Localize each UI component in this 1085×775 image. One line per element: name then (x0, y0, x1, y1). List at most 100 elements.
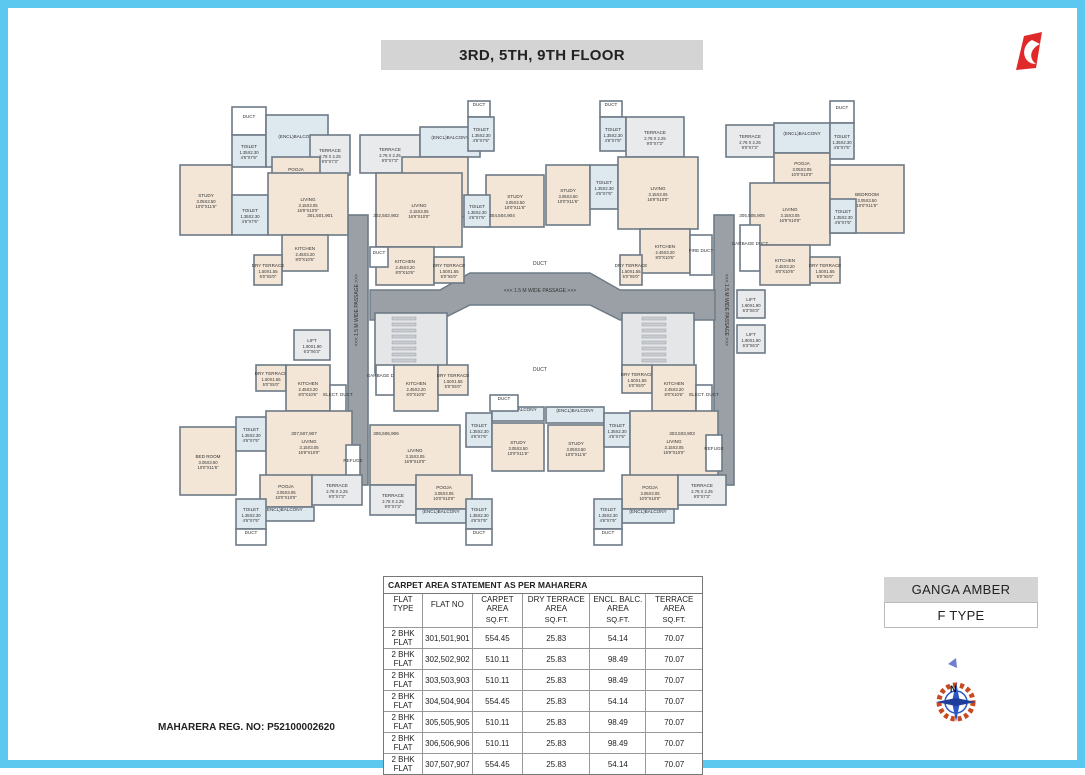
maharera-registration: MAHARERA REG. NO: P52100002620 (158, 722, 335, 733)
room-kitchen (393, 364, 439, 412)
room-label: TOILET (241, 144, 257, 149)
room-dimension-feet: 8'0"X10'6" (298, 392, 318, 397)
room-label: (ENCL)BALCONY (422, 509, 459, 514)
room-dimension-feet: 8'0"X10'6" (775, 269, 795, 274)
room-dimension: 2.78 X 2.25 (382, 499, 404, 504)
room-label: REFUGE (343, 458, 362, 463)
room-dimension-feet: 8'0"X10'6" (664, 392, 684, 397)
room-dimension: 1.35X2.30 (607, 429, 627, 434)
room-dimension: 3.05X3.50 (508, 446, 528, 451)
room-dimension: 1.50X1.55 (258, 269, 278, 274)
room-dimension: 3.15X3.05 (299, 445, 319, 450)
room-label: DUCT (245, 530, 258, 535)
table-cell: 2 BHK FLAT (384, 690, 423, 712)
room-label: TOILET (835, 209, 851, 214)
room-living (267, 172, 349, 236)
room-label: LIVING (650, 186, 665, 191)
table-cell: 554.45 (471, 753, 523, 774)
room-label: TOILET (473, 127, 489, 132)
room-dimension-feet: 4'6"X7'6" (243, 438, 260, 443)
room-label: FIRE DUCT (689, 248, 714, 253)
room-dimension-feet: 6'3"X6'3" (304, 349, 321, 354)
passage-label: <<< 1.5 M WIDE PASSAGE >>> (354, 274, 360, 346)
table-cell: 306,506,906 (422, 732, 473, 754)
room-dimension-feet: 16'9"X10'0" (298, 450, 320, 455)
unit-cell (384, 614, 423, 628)
room-dimension: 3.05X3.50 (198, 460, 218, 465)
room-dimension-feet: 6'3"X6'3" (743, 308, 760, 313)
room-dimension: 1.90X1.90 (302, 344, 322, 349)
room-toilet (829, 122, 855, 160)
room-pooja (773, 152, 831, 184)
room-dimension-feet: 4'6"X7'6" (605, 138, 622, 143)
room-label: (ENCL)BALCONY (278, 134, 315, 139)
room-label: (ENCL)BALCONY (556, 408, 593, 413)
room-label: KITCHEN (655, 244, 675, 249)
room-label: LIVING (666, 439, 681, 444)
flat-type-label: F TYPE (884, 602, 1038, 628)
room-garbage-duct (375, 364, 395, 396)
room-label: KITCHEN (395, 259, 415, 264)
room-duct (231, 106, 267, 136)
stair-step (641, 340, 667, 345)
room-toilet (593, 498, 623, 530)
stair-step (391, 346, 417, 351)
room-dimension-feet: 10'0"X10'0" (791, 172, 813, 177)
room-toilet (603, 412, 631, 448)
flat-number-tag: 301,501,901 (307, 213, 333, 218)
room-duct (465, 528, 493, 546)
room-dimension-feet: 4'6"X7'6" (471, 518, 488, 523)
table-cell: 305,505,905 (422, 711, 473, 733)
room-dimension: 2.45X3.20 (395, 265, 415, 270)
duct-label: DUCT (533, 261, 547, 267)
room-dimension: 3.05X3.50 (558, 194, 578, 199)
room-label: DUCT (498, 396, 511, 401)
room-dimension-feet: 5'0"X5'0" (441, 274, 458, 279)
room-dimension: 1.35X2.30 (603, 133, 623, 138)
room-label: ELECT. DUCT (689, 392, 719, 397)
duct-label: DUCT (533, 367, 547, 373)
room-dimension-feet: 4'6"X7'6" (600, 518, 617, 523)
room-label: KITCHEN (295, 246, 315, 251)
floor-plan: <<< 1.5 M WIDE PASSAGE >>><<< 1.5 M WIDE… (179, 100, 905, 546)
room-dimension-feet: 8'0"X10'6" (406, 392, 426, 397)
table-cell: 2 BHK FLAT (384, 669, 423, 691)
room-dimension: 1.90X1.90 (741, 338, 761, 343)
room-study (485, 174, 545, 228)
room-duct (369, 246, 389, 268)
room-dimension: 1.35X2.30 (832, 140, 852, 145)
room-dimension: 1.90X1.90 (741, 303, 761, 308)
room-label: DUCT (473, 102, 486, 107)
room-terrace (625, 116, 685, 158)
col-header-dry-terrace-area: DRY TERRACE AREA (522, 594, 590, 614)
room-label: REFUGE (704, 446, 723, 451)
room-dry-terrace (619, 254, 643, 286)
project-info: GANGA AMBER F TYPE (884, 577, 1038, 628)
room-label: DUCT (473, 530, 486, 535)
table-cell: 2 BHK FLAT (384, 627, 423, 649)
flat-number-tag: 302,502,902 (373, 213, 399, 218)
room-duct (235, 528, 267, 546)
stair-step (391, 322, 417, 327)
room-label: (ENCL)BALCONY (431, 135, 468, 140)
stair-step (391, 316, 417, 321)
room-label: TOILET (596, 180, 612, 185)
room-dimension-feet: 16'9"X10'0" (663, 450, 685, 455)
room-dimension: 2.45X3.20 (298, 387, 318, 392)
brand-logo-icon (1016, 32, 1042, 70)
room-label: TOILET (609, 423, 625, 428)
unit-cell: SQ.FT. (589, 614, 646, 628)
room-dimension: 1.50X1.55 (815, 269, 835, 274)
room-dimension: 2.78 X 2.25 (326, 489, 348, 494)
room-dimension-feet: 8'0"X10'6" (295, 257, 315, 262)
room-dry-terrace (433, 256, 465, 284)
table-cell: 25.83 (522, 648, 590, 670)
table-cell: 70.07 (645, 690, 702, 712)
room-study (179, 164, 233, 236)
room-duct (489, 394, 519, 412)
carpet-area-table: CARPET AREA STATEMENT AS PER MAHARERA FL… (383, 576, 703, 775)
unit-cell: SQ.FT. (645, 614, 702, 628)
room-dimension: 1.50X1.55 (261, 377, 281, 382)
room-dimension-feet: 5'0"X5'0" (817, 274, 834, 279)
